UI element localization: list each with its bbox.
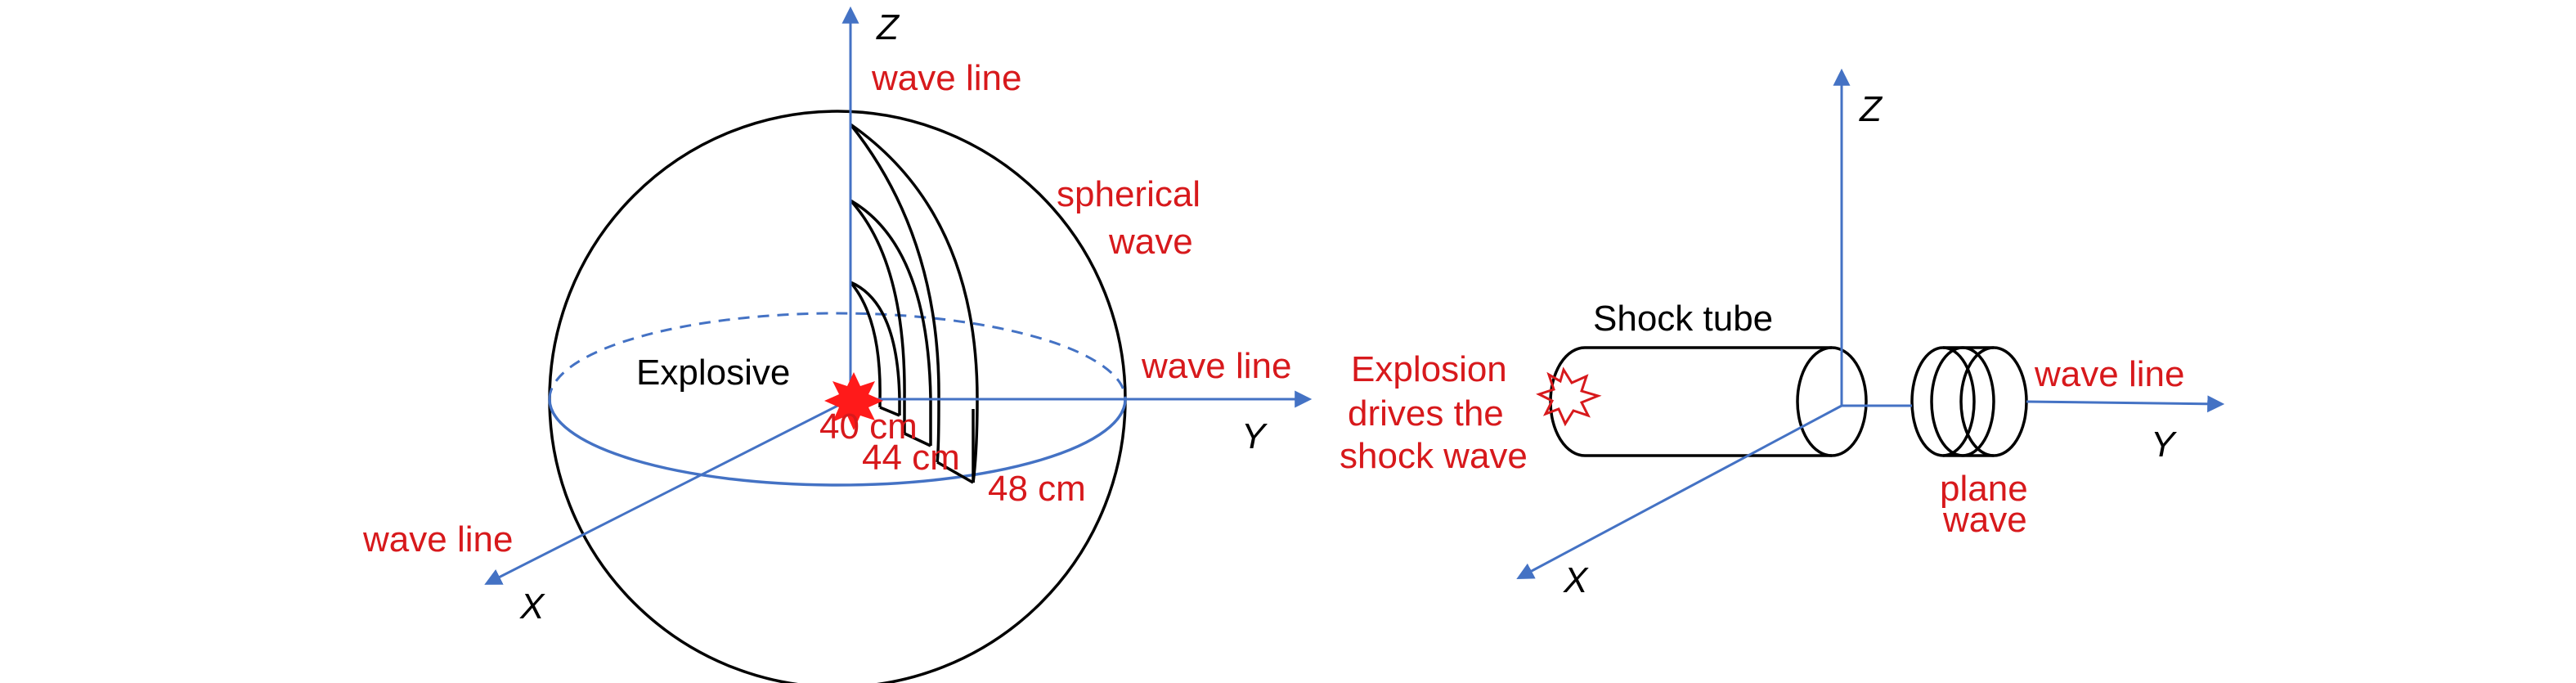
right-axis-y-label: Y (2151, 425, 2177, 465)
plane-wave-disc-1 (1910, 346, 1976, 457)
spherical-wave-panel: Z Y X wave line wave line wave line sphe… (362, 6, 1313, 683)
spherical-wave-label-line2: wave (1108, 222, 1193, 262)
explosion-label-line2: drives the (1348, 393, 1504, 434)
wavefront-40cm-base (879, 406, 900, 417)
wavefront-40cm-inner (849, 281, 882, 407)
wavefront-48cm-base (936, 461, 974, 484)
explosive-label: Explosive (636, 353, 790, 393)
left-x-axis (484, 398, 851, 585)
explosive-burst-icon (824, 372, 883, 430)
radius-44cm-label: 44 cm (862, 438, 960, 478)
wavefront-48cm-inner (849, 123, 940, 463)
plane-wave-disc-2 (1930, 346, 1995, 457)
tube-explosion-icon (1536, 366, 1602, 427)
wavefront-40cm (850, 281, 901, 416)
spherical-wave-label-line1: spherical (1057, 174, 1200, 214)
left-axis-y-label: Y (1241, 416, 1268, 456)
shock-tube-label: Shock tube (1593, 299, 1773, 339)
radius-48cm-label: 48 cm (988, 469, 1086, 509)
right-axis-x-label: X (1563, 560, 1589, 600)
wavefront-44cm-inner (849, 199, 906, 434)
explosion-label-line3: shock wave (1340, 436, 1528, 476)
right-y-axis-ext (2026, 395, 2225, 413)
left-wave-line-label: wave line (362, 519, 513, 559)
wavefront-48cm (849, 123, 979, 483)
equator-front (548, 398, 1127, 487)
plane-wave-discs (1910, 346, 2028, 457)
right-axis-z-label: Z (1859, 89, 1883, 129)
plane-wave-label-line1: plane (1940, 469, 2028, 509)
top-wave-line-label: wave line (871, 58, 1021, 98)
plane-wave-label-line2: wave (1942, 500, 2027, 540)
wavefront-44cm-base (904, 432, 931, 447)
shock-tube-left-end (1549, 346, 1586, 457)
plane-wave-panel: Z Y X Shock tube Explosion drives the sh… (1340, 68, 2225, 600)
shock-tube-right-end (1796, 346, 1868, 457)
wavefront-44cm (850, 199, 932, 446)
explosion-label-line1: Explosion (1351, 349, 1507, 389)
right-wave-line-label: wave line (1141, 346, 1291, 386)
radius-40cm-label: 40 cm (819, 407, 918, 447)
right-wave-line-label: wave line (2034, 354, 2184, 394)
shock-tube (1549, 346, 1868, 457)
left-axis-x-label: X (519, 586, 545, 627)
left-axis-z-label: Z (876, 7, 900, 47)
equator-back (548, 312, 1127, 400)
right-x-axis (1516, 404, 1842, 579)
wavefront-sectors (849, 123, 979, 484)
